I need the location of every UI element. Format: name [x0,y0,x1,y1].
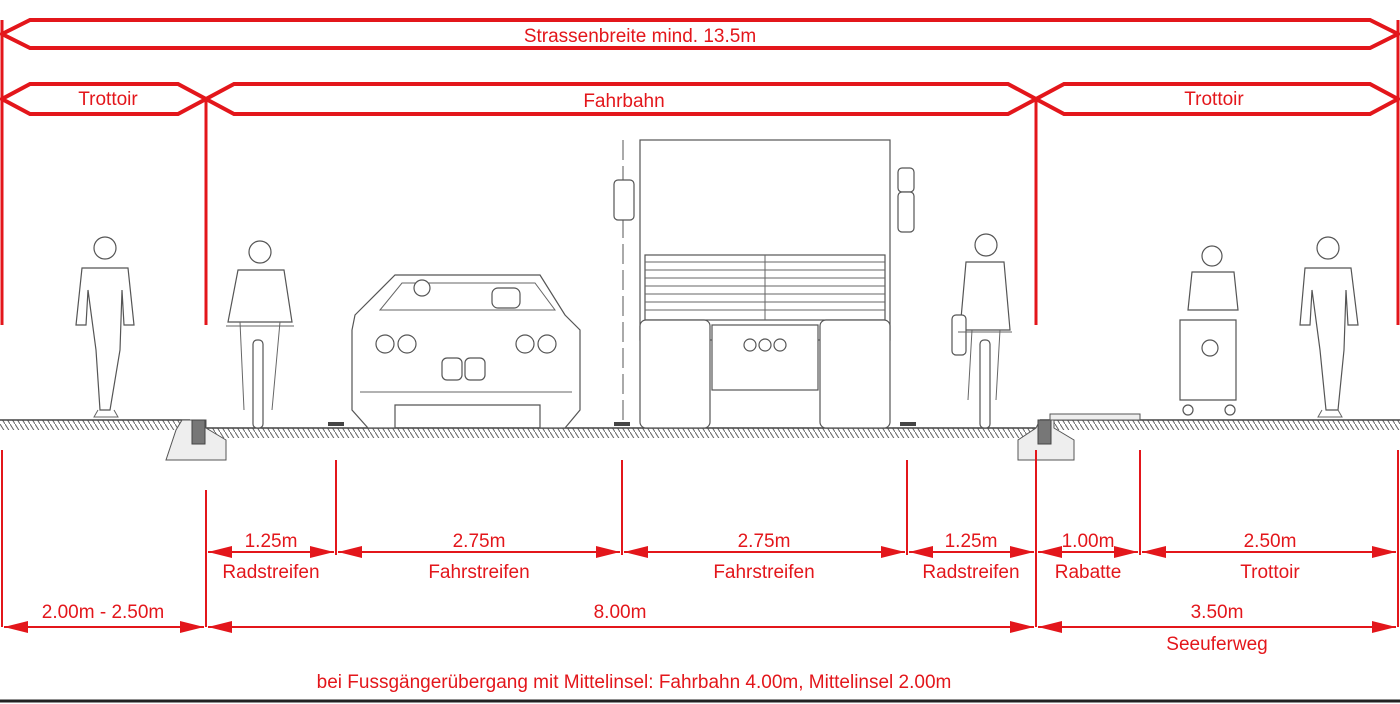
upper-extension-lines [0,20,1400,325]
car-icon [351,274,581,429]
svg-text:1.00m: 1.00m [1062,531,1115,552]
svg-text:Radstreifen: Radstreifen [922,562,1019,583]
svg-text:1.25m: 1.25m [245,531,298,552]
pedestrian-icon [75,236,135,418]
section-bar-trottoir-right: Trottoir [1031,82,1400,116]
lower-extension-lines [1,450,1399,627]
svg-text:8.00m: 8.00m [594,602,647,623]
svg-text:Trottoir: Trottoir [1184,89,1244,110]
pedestrian-with-stroller-icon [1179,245,1239,416]
total-width-label: Strassenbreite mind. 13.5m [524,26,756,47]
cyclist-icon [226,240,294,429]
svg-text:3.50m: 3.50m [1191,602,1244,623]
section-bar-trottoir-left: Trottoir [0,82,211,116]
svg-text:2.75m: 2.75m [738,531,791,552]
crossing-note: bei Fussgängerübergang mit Mittelinsel: … [317,672,952,693]
svg-text:Fahrbahn: Fahrbahn [583,91,664,112]
svg-text:Rabatte: Rabatte [1055,562,1122,583]
svg-text:Fahrstreifen: Fahrstreifen [713,562,814,583]
svg-text:Seeuferweg: Seeuferweg [1166,634,1267,655]
svg-text:2.50m: 2.50m [1244,531,1297,552]
truck-icon [613,139,915,429]
svg-text:1.25m: 1.25m [945,531,998,552]
total-dimension-labels: 2.00m - 2.50m 8.00m 3.50m Seeuferweg [42,602,1268,655]
total-width-bar: Strassenbreite mind. 13.5m [0,18,1400,50]
ground [0,413,1400,461]
svg-text:Radstreifen: Radstreifen [222,562,319,583]
svg-text:2.00m - 2.50m: 2.00m - 2.50m [42,602,165,623]
cyclist-icon [951,233,1012,429]
rabatte-strip [1049,413,1141,421]
pedestrian-icon [1299,236,1359,418]
svg-text:Trottoir: Trottoir [78,89,138,110]
section-bar-fahrbahn: Fahrbahn [201,82,1041,116]
lane-dimension-labels: 1.25m Radstreifen 2.75m Fahrstreifen 2.7… [222,531,1300,583]
svg-text:2.75m: 2.75m [453,531,506,552]
dimension-arrows [4,546,1396,633]
svg-text:Fahrstreifen: Fahrstreifen [428,562,529,583]
svg-text:Trottoir: Trottoir [1240,562,1300,583]
